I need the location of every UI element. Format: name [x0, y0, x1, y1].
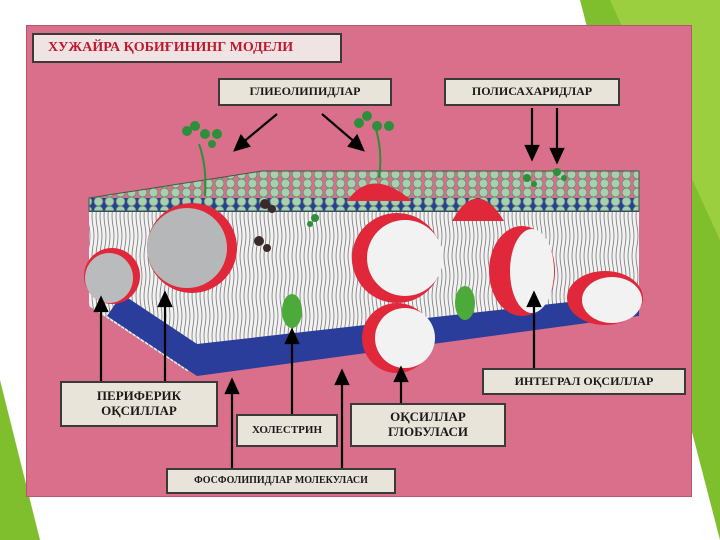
label-polysaccharides: ПОЛИСАХАРИДЛАР — [444, 78, 620, 106]
slide-title: ХУЖАЙРА ҚОБИҒИНИНГ МОДЕЛИ — [32, 33, 342, 63]
integral-protein-center-bottom — [362, 303, 435, 373]
peripheral-protein-left — [84, 248, 140, 304]
integral-protein-center-top — [352, 213, 443, 303]
peripheral-protein-big — [147, 203, 237, 293]
label-cholesterol: ХОЛЕСТРИН — [236, 414, 338, 447]
integral-protein-right — [489, 226, 555, 316]
annotation-arrows — [93, 108, 565, 469]
glycolipid-sprig-left — [182, 121, 222, 197]
label-phospholipid-molecules: ФОСФОЛИПИДЛАР МОЛЕКУЛАСИ — [166, 468, 396, 494]
dome-protein-right — [452, 198, 504, 221]
polysaccharide-sprigs — [307, 168, 567, 227]
label-glycolipids: ГЛИЕОЛИПИДЛАР — [218, 78, 392, 106]
surface-molecules — [254, 199, 276, 252]
cholesterol-2 — [455, 286, 475, 320]
glycolipid-sprig-right — [354, 111, 394, 179]
dome-protein-center — [347, 183, 412, 201]
membrane-diagram — [84, 108, 643, 469]
label-peripheral-proteins: ПЕРИФЕРИК ОҚСИЛЛАР — [60, 381, 218, 427]
label-protein-globules: ОҚСИЛЛАР ГЛОБУЛАСИ — [350, 403, 506, 447]
label-integral-proteins: ИНТЕГРАЛ ОҚСИЛЛАР — [482, 368, 686, 395]
peripheral-protein-right — [567, 271, 643, 325]
cholesterol-1 — [282, 294, 302, 328]
